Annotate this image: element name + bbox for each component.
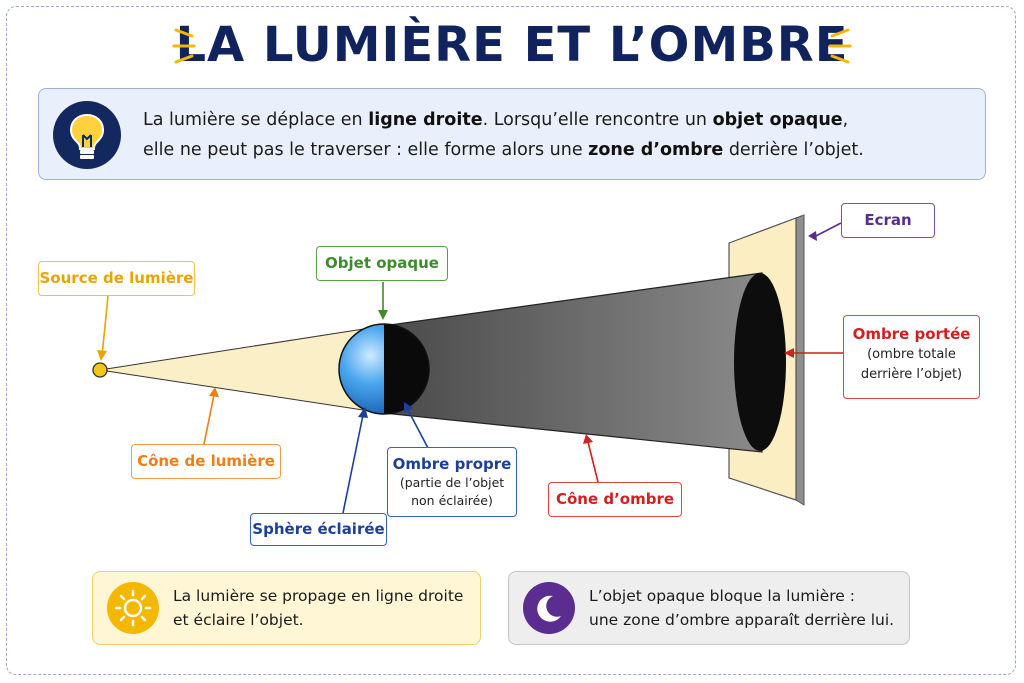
label-objet-opaque: Objet opaque [316, 246, 448, 281]
sphere-outline [338, 323, 430, 415]
ombre-propre-sub1: (partie de l’objet [399, 475, 505, 490]
title-decoration-left [172, 28, 196, 64]
lightbulb-icon [53, 101, 121, 169]
ombre-portee-sub1: (ombre totale [867, 347, 956, 362]
arrow-ecran [808, 222, 842, 241]
label-ecran: Ecran [841, 203, 935, 238]
ombre-propre-title: Ombre propre [392, 455, 512, 473]
sun-icon [107, 582, 159, 634]
intro-text: La lumière se déplace en ligne droite. L… [143, 110, 864, 160]
arrow-ombre-portee [784, 348, 843, 358]
label-cone-lumiere: Cône de lumière [131, 444, 281, 479]
ombre-portee-sub2: derrière l’objet) [860, 367, 963, 382]
label-cone-ombre: Cône d’ombre [548, 482, 682, 517]
label-sphere-eclairee: Sphère éclairée [250, 513, 387, 546]
screen-side [795, 214, 805, 506]
page-title: LA LUMIÈRE ET L’OMBRE [175, 17, 849, 73]
label-source: Source de lumière [38, 261, 195, 296]
label-ombre-propre: Ombre propre (partie de l’objet non écla… [387, 447, 517, 517]
page-frame [6, 6, 1016, 675]
ombre-propre-sub2: non éclairée) [411, 493, 493, 508]
info-box-shadow: L’objet opaque bloque la lumière :une zo… [508, 571, 910, 645]
ombre-portee-title: Ombre portée [852, 325, 971, 343]
cast-shadow [734, 273, 786, 451]
arrow-cone-ombre [583, 434, 599, 483]
arrow-source [97, 295, 109, 361]
light-source [92, 362, 108, 378]
arrow-ombre-propre [404, 402, 429, 449]
moon-icon [523, 582, 575, 634]
intro-box: La lumière se déplace en ligne droite. L… [38, 88, 986, 180]
label-ombre-portee: Ombre portée (ombre totale derrière l’ob… [843, 315, 980, 399]
arrow-cone-lumiere [203, 387, 219, 445]
sphere-dark-side [384, 324, 429, 414]
arrow-sphere [342, 407, 368, 514]
shadow-cone [382, 272, 763, 453]
title-decoration-right [828, 28, 852, 64]
arrow-objet [378, 282, 388, 320]
info-text-shadow: L’objet opaque bloque la lumière :une zo… [589, 587, 895, 629]
